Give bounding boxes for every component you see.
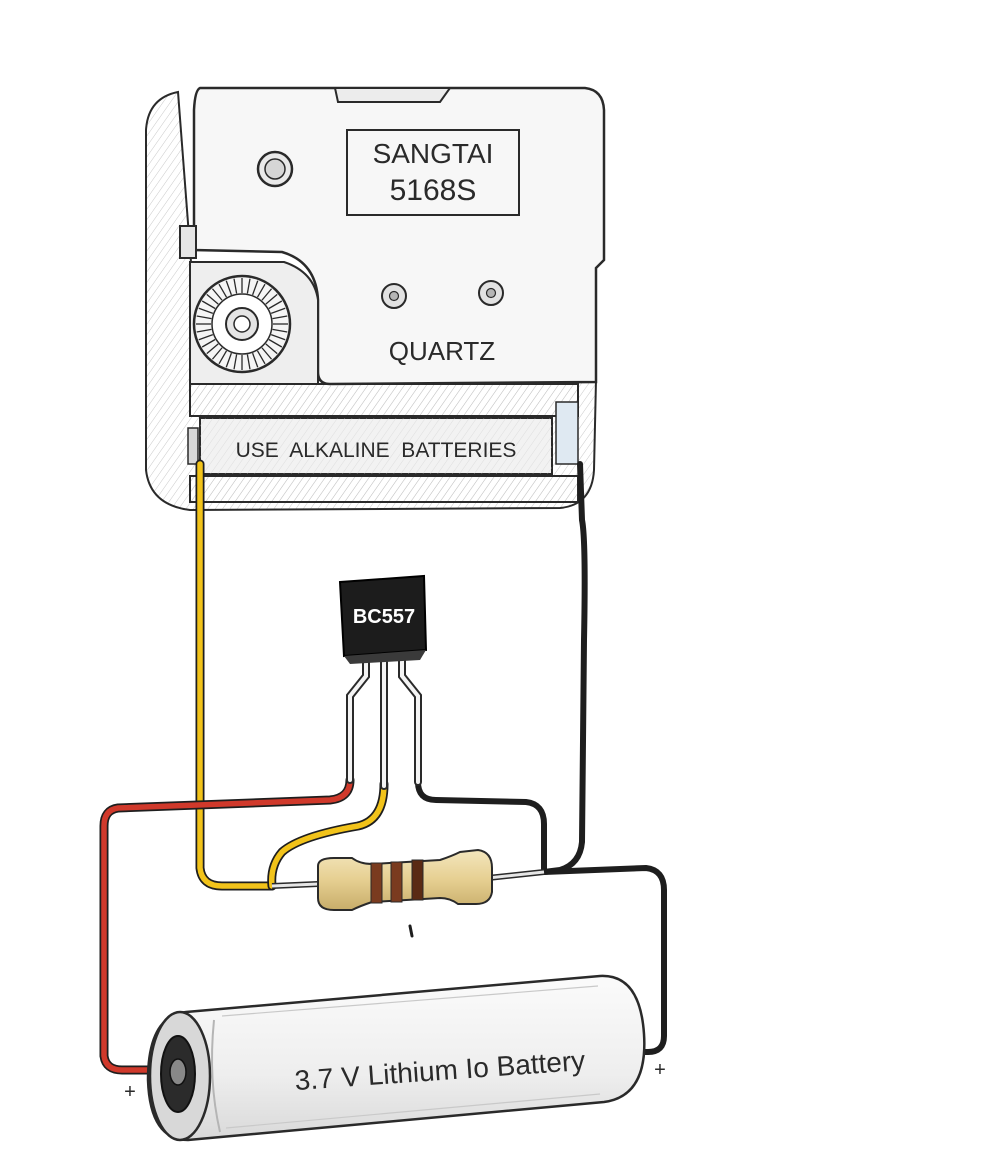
resistor-band-2: [390, 861, 403, 903]
transistor-label: BC557: [353, 606, 415, 628]
resistor-band-3: [411, 859, 424, 901]
negative-contact: [187, 427, 199, 465]
quartz-label: QUARTZ: [389, 336, 496, 366]
battery-notice: USE ALKALINE BATTERIES: [236, 439, 517, 462]
battery-terminal: [169, 1058, 187, 1086]
black-wire-battery: [541, 865, 667, 1055]
brand-label-box: SANGTAI 5168S: [346, 129, 520, 216]
transistor: BC557: [338, 574, 428, 790]
knob-teeth: [196, 278, 288, 370]
model-text: 5168S: [390, 174, 477, 207]
wires: [99, 459, 667, 1075]
battery: 3.7 V Lithium Io Battery + +: [124, 974, 666, 1142]
resistor: [271, 848, 545, 938]
resistor-band-1: [370, 862, 383, 904]
yellow-wire-clock: [195, 459, 277, 891]
top-clip: [333, 87, 452, 103]
side-tab: [179, 225, 197, 259]
time-set-knob[interactable]: [192, 274, 292, 374]
black-wire-collector: [415, 779, 547, 875]
hanger-hole: [256, 150, 294, 188]
positive-contact: [555, 401, 579, 465]
battery-terminal-left-label: +: [124, 1081, 136, 1103]
screw-holes: [381, 280, 504, 309]
battery-terminal-right-label: +: [654, 1059, 666, 1081]
transistor-legs: [346, 648, 422, 790]
battery-body: [146, 974, 646, 1142]
black-wire-clock: [541, 461, 588, 875]
battery-compartment: USE ALKALINE BATTERIES: [187, 383, 579, 503]
clock-movement: SANGTAI 5168S QUARTZ USE ALKALINE BATTER: [145, 86, 606, 512]
resistor-body: [317, 848, 493, 911]
brand-text: SANGTAI: [373, 138, 494, 169]
